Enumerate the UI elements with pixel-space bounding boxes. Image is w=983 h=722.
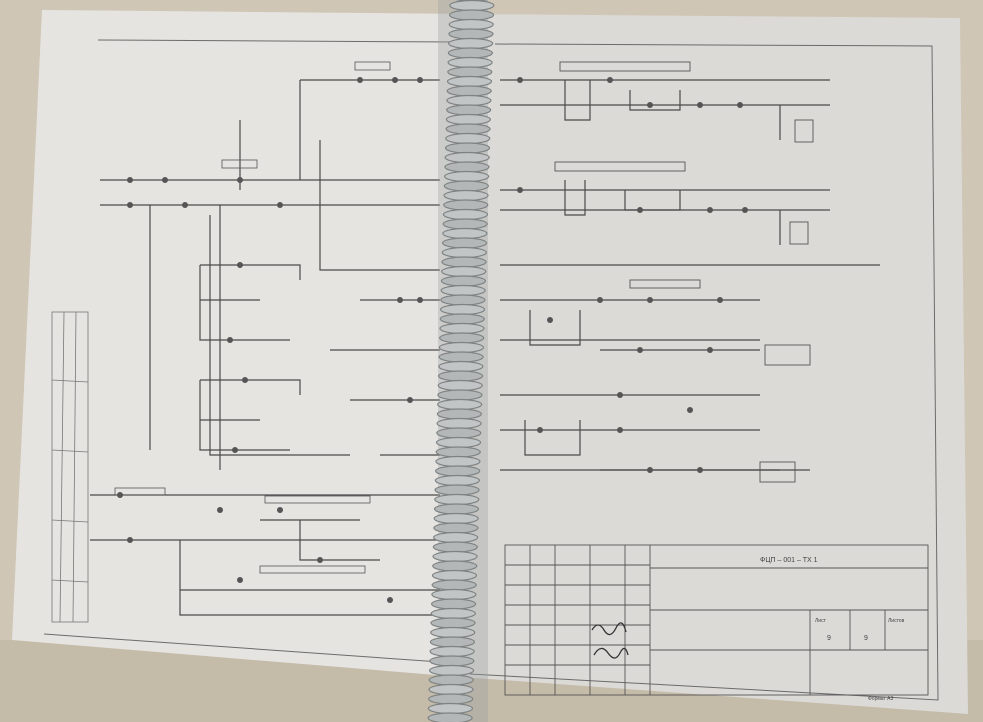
coil-ring <box>435 436 482 449</box>
coil-ring <box>444 161 490 173</box>
coil-ring <box>448 18 494 31</box>
coil-ring <box>436 427 482 439</box>
title-block <box>504 544 929 696</box>
coil-ring <box>445 123 491 135</box>
sheet-number: 9 <box>827 635 831 642</box>
coil-ring <box>447 66 493 78</box>
coil-ring <box>446 85 492 97</box>
coil-ring <box>437 379 483 392</box>
coil-ring <box>438 341 485 354</box>
coil-ring <box>441 256 487 268</box>
coil-ring <box>441 237 488 249</box>
coil-ring <box>434 474 480 487</box>
coil-ring <box>440 275 487 287</box>
coil-ring <box>428 674 474 686</box>
equipment-boxes-right <box>554 61 814 483</box>
paper-right-page <box>448 14 968 714</box>
coil-ring <box>447 56 493 69</box>
valves-left <box>117 77 423 603</box>
coil-ring <box>434 493 480 506</box>
coil-ring <box>439 303 486 316</box>
coil-ring <box>439 322 485 335</box>
coil-ring <box>431 569 478 582</box>
coil-ring <box>432 560 478 572</box>
coil-ring <box>445 132 491 145</box>
coil-ring <box>449 0 495 12</box>
coil-ring <box>430 607 476 620</box>
coil-ring <box>443 199 489 211</box>
coil-ring <box>446 75 493 88</box>
coil-ring <box>427 702 474 715</box>
coil-ring <box>431 588 477 601</box>
coil-ring <box>431 579 477 591</box>
coil-ring <box>441 265 487 278</box>
coil-ring <box>430 617 476 629</box>
coil-ring <box>448 9 495 21</box>
margin-stamp <box>51 311 89 623</box>
coil-ring <box>437 370 484 382</box>
coil-ring <box>444 170 490 183</box>
coil-ring <box>433 512 479 525</box>
coil-ring <box>437 389 483 401</box>
coil-ring <box>436 408 482 420</box>
coil-ring <box>443 189 489 202</box>
coil-ring <box>427 712 473 722</box>
coil-ring <box>438 351 484 363</box>
coil-ring <box>439 313 485 325</box>
coil-ring <box>444 142 491 154</box>
coil-ring <box>430 626 476 639</box>
coil-ring <box>441 246 487 259</box>
coil-ring <box>442 218 488 230</box>
drawing-code: ФЦП – 001 – ТХ 1 <box>760 557 818 564</box>
coil-ring <box>436 417 482 430</box>
coil-ring <box>429 636 476 648</box>
coil-ring <box>432 541 478 553</box>
coil-ring <box>433 522 479 534</box>
coil-ring <box>433 531 479 544</box>
coil-ring <box>442 208 489 221</box>
coil-ring <box>435 455 481 468</box>
coil-ring <box>444 151 490 164</box>
valves-right <box>517 77 748 473</box>
label-boxes-left <box>114 61 391 574</box>
coil-ring <box>446 104 492 116</box>
format-label: Формат А3 <box>868 696 893 702</box>
coil-ring <box>448 37 494 50</box>
coil-ring <box>429 655 475 667</box>
coil-ring <box>447 47 493 59</box>
coil-ring <box>445 113 491 126</box>
coil-ring <box>437 398 483 411</box>
coil-ring <box>438 360 484 373</box>
sheet-total: 9 <box>864 635 868 642</box>
spiral-binding <box>427 0 495 722</box>
coil-ring <box>435 465 481 477</box>
coil-ring <box>428 693 474 705</box>
coil-ring <box>432 550 478 563</box>
sheets-label: Листов <box>888 618 905 624</box>
coil-ring <box>442 227 488 240</box>
right-frame <box>469 43 939 701</box>
coil-ring <box>443 180 489 192</box>
sheet-label: Лист <box>815 618 827 624</box>
coil-ring <box>439 332 485 344</box>
coil-ring <box>428 664 475 677</box>
coil-ring <box>446 94 492 107</box>
coil-ring <box>429 645 475 658</box>
coil-ring <box>440 294 486 306</box>
coil-ring <box>435 446 481 458</box>
signatures <box>591 622 629 659</box>
coil-ring <box>434 484 480 496</box>
coil-ring <box>428 683 474 696</box>
paper-left-page <box>12 10 470 676</box>
coil-ring <box>448 28 494 40</box>
coil-ring <box>440 284 486 297</box>
coil-ring <box>433 503 480 515</box>
coil-ring <box>430 598 477 610</box>
schematic-right <box>500 79 880 471</box>
